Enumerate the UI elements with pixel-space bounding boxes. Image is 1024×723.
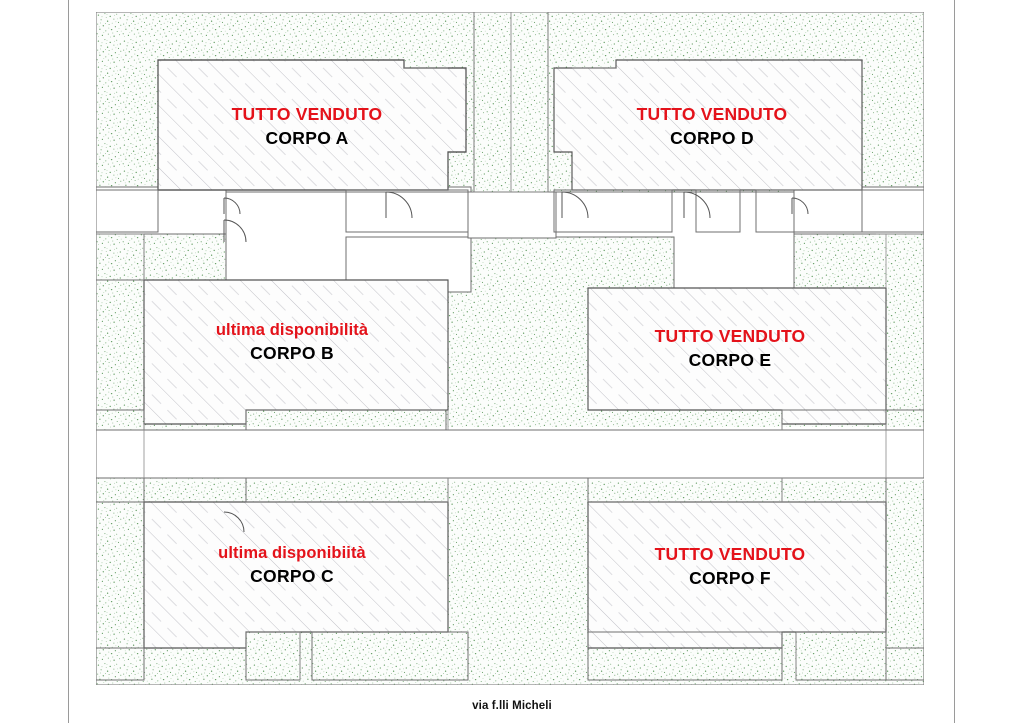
- building-corpo-e: [587, 287, 887, 425]
- building-corpo-b: [143, 279, 449, 425]
- wall-detail-lines: [96, 233, 924, 680]
- central-green-spine: [473, 12, 549, 193]
- street-caption: via f.lli Micheli: [472, 700, 552, 712]
- building-corpo-f: [587, 501, 887, 649]
- door-swing-symbols: [223, 191, 809, 533]
- site-plan-drawing: [96, 12, 924, 685]
- building-corpo-a: [157, 59, 467, 191]
- building-corpo-c: [143, 501, 449, 649]
- building-corpo-d: [553, 59, 863, 191]
